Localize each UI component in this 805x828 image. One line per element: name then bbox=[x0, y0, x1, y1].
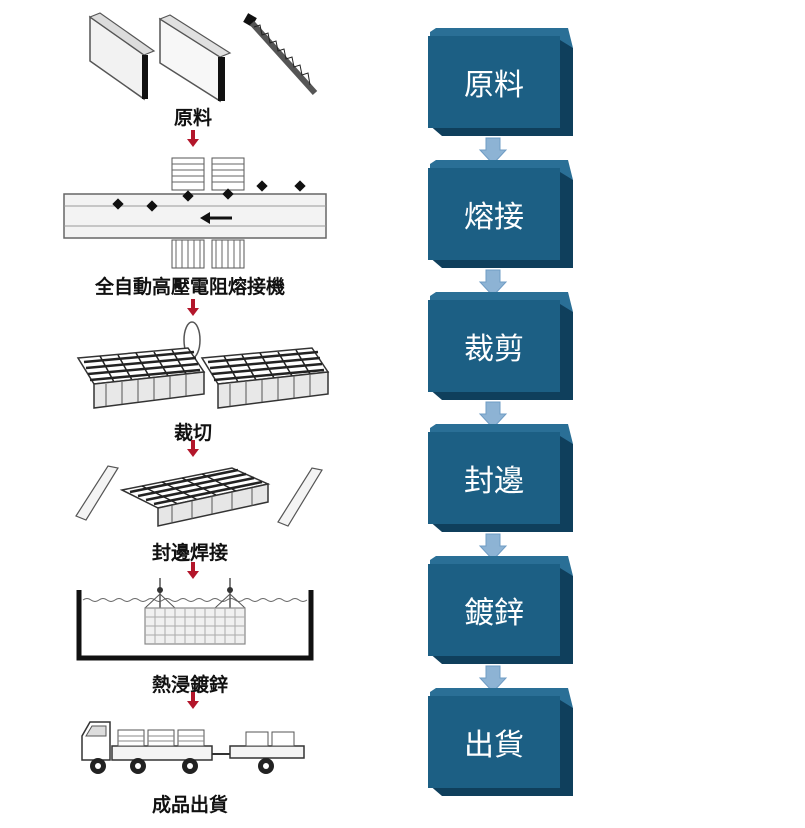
welding-machine-illustration bbox=[63, 157, 327, 269]
flow-arrow-icon bbox=[478, 665, 508, 693]
edge-welding-illustration bbox=[75, 465, 323, 527]
flow-arrow-icon bbox=[478, 137, 508, 165]
flow-box-label: 封邊 bbox=[464, 464, 524, 499]
raw-materials-illustration bbox=[88, 12, 318, 103]
flow-arrow-icon bbox=[478, 401, 508, 429]
flow-down-arrows bbox=[478, 137, 508, 693]
step-label-raw-materials: 原料 bbox=[173, 107, 213, 129]
flow-box-shipping: 出貨 bbox=[428, 688, 576, 798]
flow-box-label: 出貨 bbox=[464, 728, 524, 763]
flow-connectors bbox=[478, 137, 508, 693]
down-arrow-icon bbox=[187, 299, 199, 316]
step-label-hot-dip-galvanizing: 熱浸鍍鋅 bbox=[151, 674, 229, 696]
down-arrow-icon bbox=[187, 440, 199, 457]
galvanizing-tank-illustration bbox=[76, 578, 314, 661]
cutting-illustration bbox=[76, 321, 330, 409]
flow-arrow-icon bbox=[478, 269, 508, 297]
step-label-edge-welding: 封邊焊接 bbox=[151, 542, 229, 564]
step-label-product-shipping: 成品出貨 bbox=[151, 794, 229, 816]
delivery-truck-illustration bbox=[81, 721, 305, 774]
flow-arrow-icon bbox=[478, 533, 508, 561]
down-arrow-icon bbox=[187, 130, 199, 147]
flow-box-cutting: 裁剪 bbox=[428, 292, 576, 402]
step-label-cutting: 裁切 bbox=[173, 422, 213, 444]
down-arrow-icon bbox=[187, 692, 199, 709]
flow-box-label: 鍍鋅 bbox=[464, 596, 524, 631]
flow-box-galvanizing: 鍍鋅 bbox=[428, 556, 576, 666]
down-arrow-icon bbox=[187, 562, 199, 579]
flow-box-welding: 熔接 bbox=[428, 160, 576, 270]
flow-box-label: 熔接 bbox=[464, 200, 524, 235]
flow-box-edge-sealing: 封邊 bbox=[428, 424, 576, 534]
flow-box-label: 原料 bbox=[464, 68, 524, 103]
step-label-welding-machine: 全自動高壓電阻熔接機 bbox=[94, 276, 286, 298]
flow-box-label: 裁剪 bbox=[464, 332, 524, 367]
flow-box-raw-materials: 原料 bbox=[428, 28, 576, 138]
